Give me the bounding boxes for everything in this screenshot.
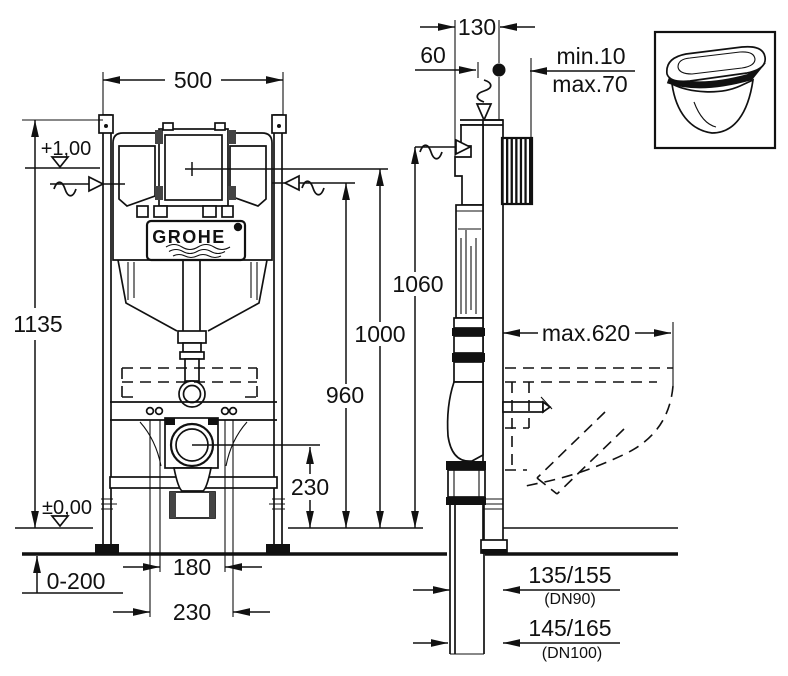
foot-right: [266, 544, 290, 553]
wall-hung-toilet-icon: [653, 30, 777, 150]
drain-socket-front: [169, 491, 216, 519]
ceramic-outline-side: [505, 367, 674, 495]
side-rail: [482, 119, 504, 554]
svg-text:145/165: 145/165: [528, 615, 611, 641]
inspection-shaft: [158, 128, 229, 207]
svg-text:(DN100): (DN100): [542, 645, 602, 662]
fixing-stud: [502, 401, 544, 413]
level-triangle-icon: [50, 156, 70, 169]
break-squiggle-icon: [53, 181, 77, 197]
svg-text:max.70: max.70: [552, 71, 627, 97]
break-squiggle-icon: [419, 144, 443, 160]
svg-text:±0,00: ±0,00: [42, 497, 92, 519]
dim-drain-height: 230: [192, 444, 329, 528]
brand-logo-text: GROHE: [152, 227, 226, 247]
svg-text:230: 230: [173, 599, 211, 625]
drain-elbow-side: [446, 381, 484, 462]
level-triangle-icon: [50, 515, 70, 528]
flush-plate-arrow-icon: [88, 175, 105, 193]
supply-connection-dot: [492, 63, 506, 77]
dim-wall-finish: min.10 max.70: [530, 43, 635, 97]
center-cross-icon: [185, 162, 199, 176]
drain-pipe: [449, 505, 485, 654]
svg-text:+1,00: +1,00: [41, 138, 92, 160]
dim-bowl-projection: max.620: [503, 320, 674, 386]
water-supply-squiggle-icon: [476, 79, 492, 103]
registered-mark-dot: [233, 222, 243, 232]
svg-text:(DN90): (DN90): [544, 591, 596, 608]
dim-actuator-height: 960: [50, 174, 364, 528]
side-view-frame: [446, 20, 553, 655]
dim-front-width: 500: [102, 67, 284, 115]
actuator-housing: [500, 136, 534, 206]
dim-drain-offset-dn90: 135/155 (DN90): [413, 562, 620, 608]
level-mark-zero: ±0,00: [42, 497, 92, 528]
level-mark-upper: +1,00: [25, 138, 100, 169]
dim-supply-offset: 60: [415, 42, 479, 78]
svg-text:500: 500: [174, 67, 212, 93]
floor-lines: [15, 527, 678, 556]
dim-frame-depth: 130: [420, 14, 535, 40]
brand-plate: GROHE: [145, 219, 247, 262]
svg-text:max.620: max.620: [542, 320, 630, 346]
front-view-frame: GROHE: [95, 114, 290, 553]
svg-text:1000: 1000: [354, 321, 405, 347]
svg-text:180: 180: [173, 554, 211, 580]
svg-text:960: 960: [326, 382, 364, 408]
svg-text:0-200: 0-200: [47, 568, 106, 594]
dim-supply-height: 1060: [392, 138, 472, 528]
cistern-side: [455, 204, 484, 319]
svg-text:135/155: 135/155: [528, 562, 611, 588]
svg-text:60: 60: [420, 42, 446, 68]
flush-plate-arrow-icon: [283, 174, 300, 192]
water-supply-arrow-icon: [475, 103, 493, 123]
upper-bracket: [454, 124, 484, 206]
svg-text:230: 230: [291, 474, 329, 500]
dim-overall-height: 1135: [13, 119, 103, 528]
svg-text:1060: 1060: [392, 271, 443, 297]
foot-left: [95, 544, 119, 553]
ceramic-outline-front: [121, 367, 258, 398]
dim-drain-offset-dn100: 145/165 (DN100): [413, 615, 620, 662]
svg-text:min.10: min.10: [556, 43, 625, 69]
svg-text:1135: 1135: [13, 311, 62, 337]
dim-stud-spacings: 180 230: [113, 420, 270, 625]
break-squiggle-icon: [301, 180, 325, 196]
svg-text:130: 130: [458, 14, 496, 40]
dim-floor-adjust: 0-200: [22, 556, 123, 594]
supply-arrow-icon: [455, 138, 472, 156]
logo-wave-icon: [165, 243, 231, 251]
dim-water-level-height: 1000: [185, 162, 406, 528]
